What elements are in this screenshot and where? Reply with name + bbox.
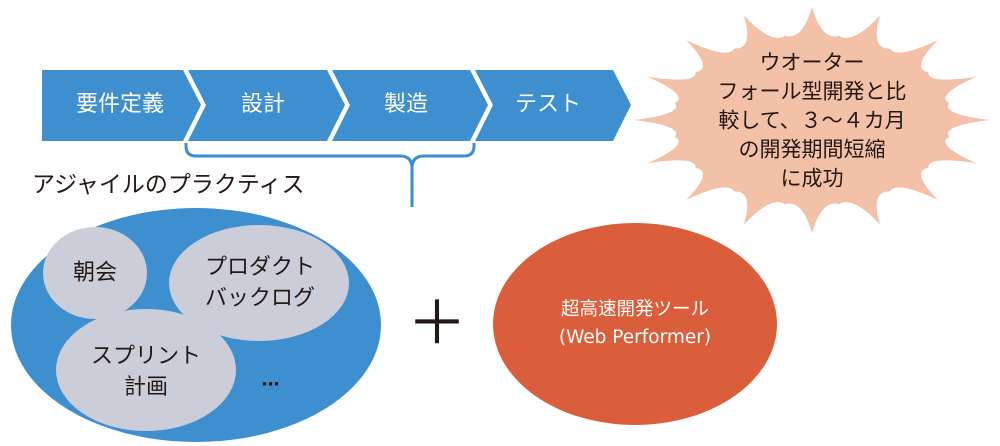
result-line: フォール型開発と比 bbox=[717, 79, 907, 104]
agile-scope-bracket bbox=[184, 143, 476, 207]
phase-label-requirements: 要件定義 bbox=[75, 92, 165, 117]
agile-practices-title: アジャイルのプラクティス bbox=[32, 172, 305, 198]
tool-product-name: (Web Performer) bbox=[558, 327, 712, 348]
result-burst-shape bbox=[634, 7, 990, 233]
practice-morning-meeting: 朝会 bbox=[73, 258, 117, 289]
practice-line: バックログ bbox=[204, 286, 316, 311]
phase-label-design: 設計 bbox=[240, 92, 286, 117]
practice-line: プロダクト bbox=[204, 255, 316, 280]
practice-line: 朝会 bbox=[72, 260, 118, 286]
phase-label-test: テスト bbox=[514, 92, 582, 117]
tool-name: 超高速開発ツール bbox=[560, 299, 710, 320]
practice-line: 計画 bbox=[123, 375, 169, 400]
practice-bubble-morning bbox=[43, 227, 147, 319]
phase-shape-design bbox=[188, 70, 345, 141]
practice-line: スプリント bbox=[90, 344, 202, 369]
process-band bbox=[42, 70, 631, 141]
practice-product-backlog: プロダクト バックログ bbox=[205, 252, 315, 314]
practice-bubble-backlog bbox=[169, 225, 349, 341]
tool-label: 超高速開発ツール (Web Performer) bbox=[559, 296, 711, 352]
more-practices-ellipsis: … bbox=[261, 369, 281, 391]
phase-shape-build bbox=[332, 70, 488, 141]
phase-shape-test bbox=[475, 70, 631, 141]
result-message: ウオーター フォール型開発と比 較して、３～４カ月 の開発期間短縮 に成功 bbox=[718, 49, 907, 194]
result-line: の開発期間短縮 bbox=[738, 137, 886, 162]
result-line: ウオーター bbox=[759, 50, 865, 75]
tool-ellipse bbox=[493, 223, 777, 425]
phase-shape-requirements bbox=[42, 70, 201, 141]
result-line: に成功 bbox=[780, 166, 844, 191]
phase-label-build: 製造 bbox=[383, 92, 429, 117]
plus-operator: ＋ bbox=[407, 289, 467, 359]
practice-bubble-sprint bbox=[56, 309, 236, 431]
practice-sprint-planning: スプリント 計画 bbox=[91, 341, 201, 403]
result-line: 較して、３～４カ月 bbox=[718, 108, 906, 133]
